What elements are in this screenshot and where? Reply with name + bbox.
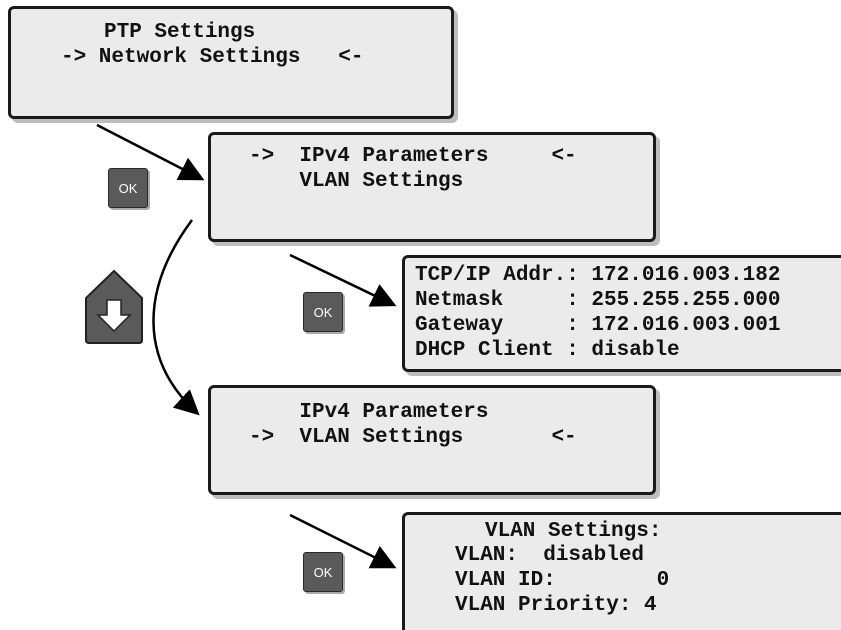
lcd-line: Gateway : 172.016.003.001: [415, 314, 781, 337]
lcd-line: VLAN Settings: [249, 170, 464, 193]
lcd-line: -> Network Settings <-: [61, 46, 364, 69]
ok-button[interactable]: OK: [303, 292, 343, 332]
lcd-line: VLAN Priority: 4: [455, 594, 657, 617]
lcd-network-menu: PTP Settings -> Network Settings <-: [8, 6, 454, 119]
lcd-line: PTP Settings: [104, 21, 256, 44]
lcd-ipv4-menu-selected: -> IPv4 Parameters <- VLAN Settings: [208, 132, 656, 242]
lcd-line: VLAN Settings:: [485, 520, 662, 543]
ok-button[interactable]: OK: [303, 552, 343, 592]
lcd-vlan-settings: VLAN Settings: VLAN: disabled VLAN ID: 0…: [402, 512, 841, 630]
arrow-to-vlan-menu: [152, 219, 200, 416]
ok-button[interactable]: OK: [108, 168, 148, 208]
lcd-line: VLAN: disabled: [455, 544, 645, 567]
lcd-line: Netmask : 255.255.255.000: [415, 289, 781, 312]
lcd-line: TCP/IP Addr.: 172.016.003.182: [415, 264, 781, 287]
lcd-line: IPv4 Parameters: [249, 401, 489, 424]
lcd-vlan-menu-selected: IPv4 Parameters -> VLAN Settings <-: [208, 385, 656, 495]
lcd-line: DHCP Client : disable: [415, 339, 680, 362]
lcd-line: VLAN ID: 0: [455, 569, 670, 592]
arrow-to-ipv4-parameters: [289, 253, 397, 307]
arrow-to-vlan-settings: [289, 513, 397, 569]
lcd-line: -> VLAN Settings <-: [249, 426, 577, 449]
down-arrow-key-icon[interactable]: [83, 268, 145, 346]
arrow-to-ipv4-menu: [96, 123, 205, 181]
lcd-line: -> IPv4 Parameters <-: [249, 145, 577, 168]
lcd-ipv4-parameters: TCP/IP Addr.: 172.016.003.182 Netmask : …: [402, 255, 841, 372]
